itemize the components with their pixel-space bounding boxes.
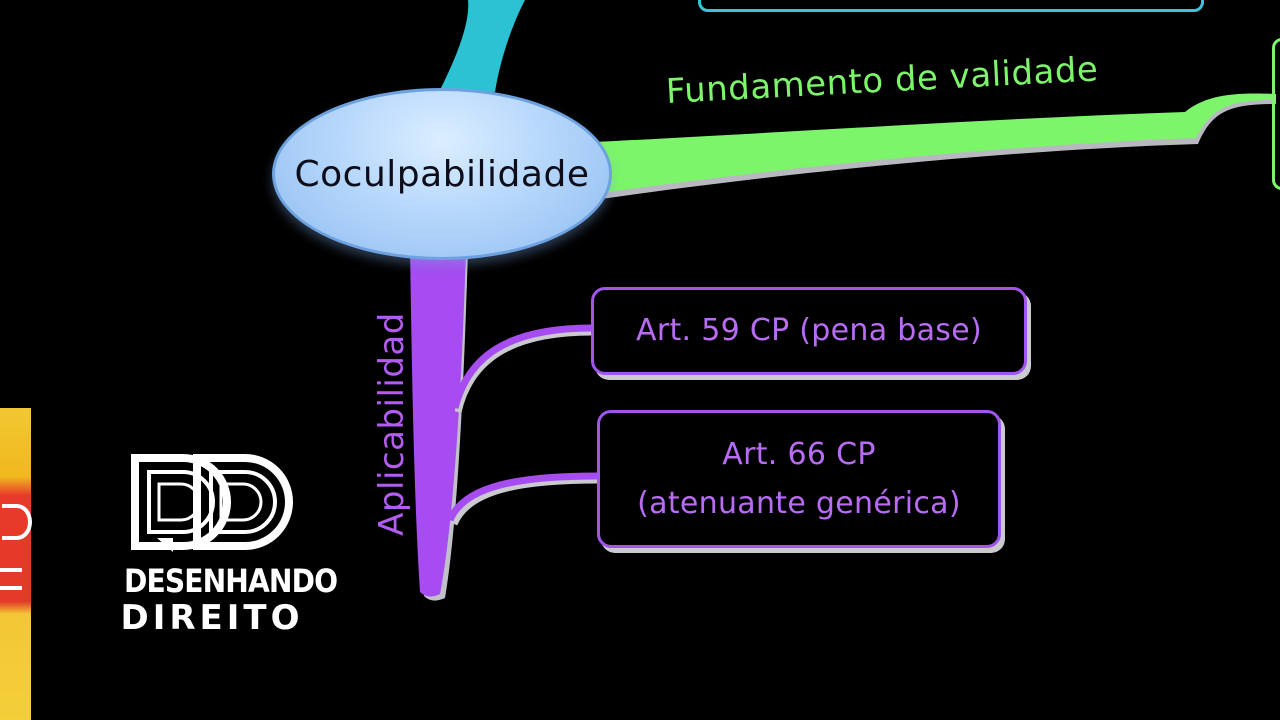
aplicabilidade-trunk <box>410 248 466 597</box>
leaf-node-text: Art. 59 CP (pena base) <box>636 313 982 349</box>
book-cover-edge <box>0 408 32 720</box>
book-cover-ring <box>2 504 32 540</box>
leaf-1-connector <box>451 324 593 409</box>
channel-logo: DESENHANDO DIREITO <box>112 452 338 638</box>
central-node-label: Coculpabilidade <box>294 153 590 195</box>
right-node-edge <box>1272 38 1280 190</box>
aplicabilidade-branch-label: Aplicabilidad <box>372 312 412 536</box>
dd-logo-icon <box>131 454 293 552</box>
leaf-1-connector-shadow <box>454 328 593 413</box>
logo-line-1: DESENHANDO <box>124 562 338 600</box>
leaf-node-text: (atenuante genérica) <box>637 486 961 521</box>
book-cover-dash <box>0 568 22 572</box>
top-node-edge <box>698 0 1204 12</box>
leaf-node-text: Art. 66 CP <box>722 436 876 472</box>
logo-line-2: DIREITO <box>120 598 304 638</box>
central-node[interactable]: Coculpabilidade <box>272 88 612 260</box>
book-cover-dash <box>0 586 22 590</box>
top-branch <box>440 0 525 92</box>
fundamento-branch <box>594 93 1276 194</box>
leaf-2-connector-shadow <box>450 476 599 526</box>
leaf-2-connector <box>446 472 599 522</box>
leaf-node-art59[interactable]: Art. 59 CP (pena base) <box>591 287 1027 375</box>
leaf-node-art66[interactable]: Art. 66 CP (atenuante genérica) <box>597 410 1001 548</box>
